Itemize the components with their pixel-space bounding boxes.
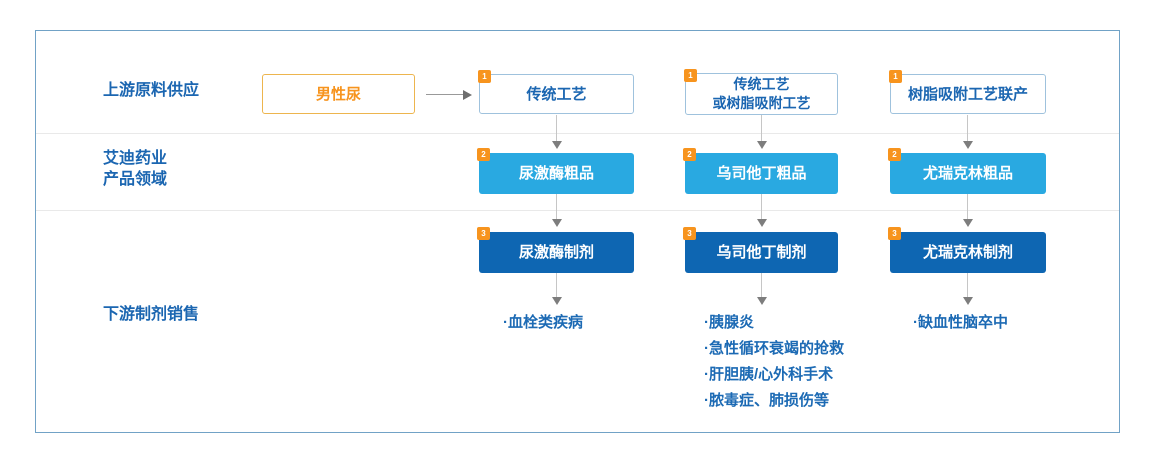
indication-item: ·脓毒症、肺损伤等 — [704, 392, 829, 409]
step-badge: 3 — [477, 227, 490, 240]
crude-box-col1: 2 尿激酶粗品 — [477, 148, 634, 194]
section-label-company: 艾迪药业 产品领域 — [103, 150, 168, 188]
arrow-down-icon — [962, 194, 973, 227]
source-box-male-urine: 男性尿 — [262, 74, 415, 114]
source-box-label: 男性尿 — [315, 85, 361, 103]
indication-list-col2: ·胰腺炎 ·急性循环衰竭的抢救 ·肝胆胰/心外科手术 ·脓毒症、肺损伤等 — [704, 310, 844, 414]
process-box-col3: 1 树脂吸附工艺联产 — [889, 70, 1046, 114]
indication-list-col3: ·缺血性脑卒中 — [913, 310, 1008, 336]
arrow-down-icon — [756, 194, 767, 227]
indication-item: ·缺血性脑卒中 — [913, 314, 1008, 331]
arrow-down-icon — [962, 115, 973, 149]
crude-box-col3: 2 尤瑞克林粗品 — [888, 148, 1046, 194]
crude-box-col2: 2 乌司他丁粗品 — [683, 148, 838, 194]
step-badge: 2 — [683, 148, 696, 161]
formulation-box-label: 尿激酶制剂 — [518, 244, 594, 261]
arrow-right-icon — [426, 89, 472, 100]
step-badge: 3 — [888, 227, 901, 240]
indication-item: ·肝胆胰/心外科手术 — [704, 366, 834, 383]
row-divider — [36, 210, 1119, 211]
process-box-label: 传统工艺 或树脂吸附工艺 — [712, 76, 811, 111]
indication-item: ·胰腺炎 — [704, 314, 754, 331]
section-label-upstream: 上游原料供应 — [103, 82, 200, 99]
step-badge: 1 — [684, 69, 697, 82]
step-badge: 2 — [477, 148, 490, 161]
arrow-down-icon — [551, 194, 562, 227]
crude-box-label: 乌司他丁粗品 — [716, 165, 807, 182]
formulation-box-col2: 3 乌司他丁制剂 — [683, 227, 838, 273]
arrow-down-icon — [756, 115, 767, 149]
arrow-down-icon — [962, 273, 973, 305]
step-badge: 2 — [888, 148, 901, 161]
crude-box-label: 尤瑞克林粗品 — [922, 165, 1013, 182]
indication-item: ·血栓类疾病 — [503, 314, 583, 331]
crude-box-label: 尿激酶粗品 — [518, 165, 594, 182]
formulation-box-label: 乌司他丁制剂 — [716, 244, 807, 261]
formulation-box-col1: 3 尿激酶制剂 — [477, 227, 634, 273]
row-divider — [36, 133, 1119, 134]
process-box-label: 树脂吸附工艺联产 — [907, 85, 1028, 103]
formulation-box-col3: 3 尤瑞克林制剂 — [888, 227, 1046, 273]
process-box-col2: 1 传统工艺 或树脂吸附工艺 — [684, 69, 838, 115]
formulation-box-label: 尤瑞克林制剂 — [922, 244, 1013, 261]
step-badge: 1 — [478, 70, 491, 83]
process-box-col1: 1 传统工艺 — [478, 70, 634, 114]
section-label-downstream: 下游制剂销售 — [103, 306, 200, 323]
arrow-down-icon — [551, 273, 562, 305]
indication-list-col1: ·血栓类疾病 — [503, 310, 583, 336]
process-box-label: 传统工艺 — [526, 85, 587, 103]
step-badge: 3 — [683, 227, 696, 240]
arrow-down-icon — [756, 273, 767, 305]
step-badge: 1 — [889, 70, 902, 83]
indication-item: ·急性循环衰竭的抢救 — [704, 340, 844, 357]
arrow-down-icon — [551, 115, 562, 149]
